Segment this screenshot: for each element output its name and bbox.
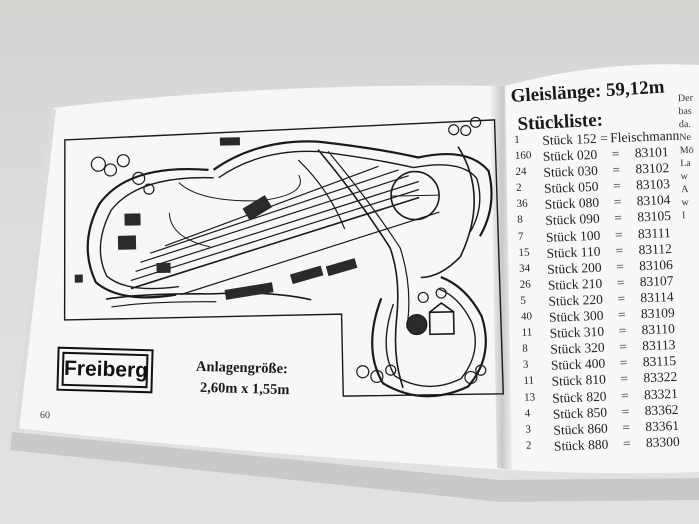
part-equals: = xyxy=(614,226,623,242)
part-equals: = xyxy=(622,419,631,435)
part-number: 83110 xyxy=(641,321,676,338)
part-number: 83322 xyxy=(643,369,678,386)
part-number: 83114 xyxy=(640,288,674,306)
edge-text-line: A xyxy=(680,183,689,196)
part-number: 83321 xyxy=(643,385,679,402)
part-equals: = xyxy=(622,435,631,451)
part-name: Stück 100 xyxy=(545,227,601,245)
part-quantity: 26 xyxy=(519,278,532,291)
part-equals: = xyxy=(612,162,621,178)
part-name: Stück 220 xyxy=(548,291,604,309)
part-equals: = xyxy=(617,306,626,323)
part-name: Stück 400 xyxy=(550,355,606,374)
part-name: Stück 050 xyxy=(543,179,599,197)
part-quantity: 13 xyxy=(523,390,536,404)
part-equals: = xyxy=(615,258,625,274)
part-equals: = xyxy=(611,146,620,162)
part-name: Stück 810 xyxy=(551,372,607,390)
part-equals: = xyxy=(618,322,627,339)
part-number: 83101 xyxy=(634,144,669,161)
edge-text-line: w xyxy=(680,171,689,183)
part-quantity: 11 xyxy=(523,374,535,388)
part-quantity: 5 xyxy=(520,294,527,307)
edge-text-line: Ne xyxy=(679,131,692,144)
part-number: 83111 xyxy=(637,224,671,241)
part-equals: = xyxy=(618,339,628,355)
part-quantity: 160 xyxy=(514,149,532,163)
part-number: 83103 xyxy=(635,176,671,193)
part-number: 83361 xyxy=(645,417,680,434)
part-equals: = xyxy=(612,178,621,194)
part-equals: = xyxy=(619,355,628,371)
part-equals: = xyxy=(617,290,626,307)
part-name: Stück 152 xyxy=(541,130,597,148)
part-quantity: 2 xyxy=(515,182,522,195)
track-plan xyxy=(63,119,504,398)
part-quantity: 36 xyxy=(516,197,528,211)
logo: Freiberg xyxy=(56,346,154,394)
part-number: 83104 xyxy=(636,192,671,209)
part-equals: = xyxy=(616,274,625,291)
layout-size-value: 2,60m x 1,55m xyxy=(199,379,290,399)
part-quantity: 3 xyxy=(525,423,532,436)
buildings xyxy=(74,137,358,300)
part-number: 83300 xyxy=(645,433,680,450)
part-quantity: 8 xyxy=(522,342,528,356)
part-number: 83109 xyxy=(640,304,676,322)
edge-text-line: bas xyxy=(678,105,692,118)
part-equals: = xyxy=(614,210,623,226)
part-quantity: 3 xyxy=(522,358,529,372)
part-number: 83106 xyxy=(638,256,674,274)
part-quantity: 15 xyxy=(518,246,530,259)
part-equals: = xyxy=(620,371,629,387)
part-equals: = xyxy=(613,194,622,210)
part-number: 83362 xyxy=(644,401,679,418)
part-quantity: 11 xyxy=(521,326,533,339)
part-name: Stück 030 xyxy=(543,163,599,181)
part-number: 83105 xyxy=(637,208,672,225)
part-quantity: 34 xyxy=(518,262,531,275)
part-name: Stück 200 xyxy=(546,259,602,277)
logo-text: Freiberg xyxy=(61,351,149,389)
part-equals: = xyxy=(615,242,624,258)
right-page xyxy=(505,64,699,474)
page-number: 60 xyxy=(39,409,51,422)
part-number: 83102 xyxy=(635,160,670,177)
part-quantity: 7 xyxy=(517,230,524,243)
edge-text-line: Der xyxy=(677,92,694,105)
part-name: Stück 820 xyxy=(551,388,607,406)
part-name: Stück 110 xyxy=(546,243,601,261)
left-page xyxy=(14,85,512,470)
part-quantity: 24 xyxy=(515,165,527,179)
part-number: 83113 xyxy=(641,337,676,354)
edge-text-line: w xyxy=(681,196,690,209)
part-quantity: 8 xyxy=(517,214,524,227)
part-equals: = xyxy=(621,403,630,419)
part-equals: = xyxy=(620,387,630,403)
part-quantity: 4 xyxy=(524,407,531,420)
layout-size-label: Anlagengröße: xyxy=(195,358,289,378)
part-quantity: 40 xyxy=(520,310,533,323)
edge-text-line: da. xyxy=(678,118,692,131)
part-number: 83112 xyxy=(638,240,673,257)
part-name: Stück 080 xyxy=(544,195,600,213)
edge-text-line: Mö xyxy=(679,144,694,157)
part-name: Stück 300 xyxy=(548,307,604,325)
part-name: Stück 880 xyxy=(553,436,609,454)
part-number: 83115 xyxy=(642,353,677,370)
part-name: Stück 310 xyxy=(549,323,605,341)
trees xyxy=(90,116,487,385)
edge-text-line: La xyxy=(680,157,691,170)
edge-text-line: I xyxy=(681,210,686,222)
part-quantity: 1 xyxy=(514,133,520,146)
part-number: 83107 xyxy=(639,272,674,290)
part-equals: = xyxy=(599,130,609,146)
part-quantity: 2 xyxy=(525,439,532,452)
